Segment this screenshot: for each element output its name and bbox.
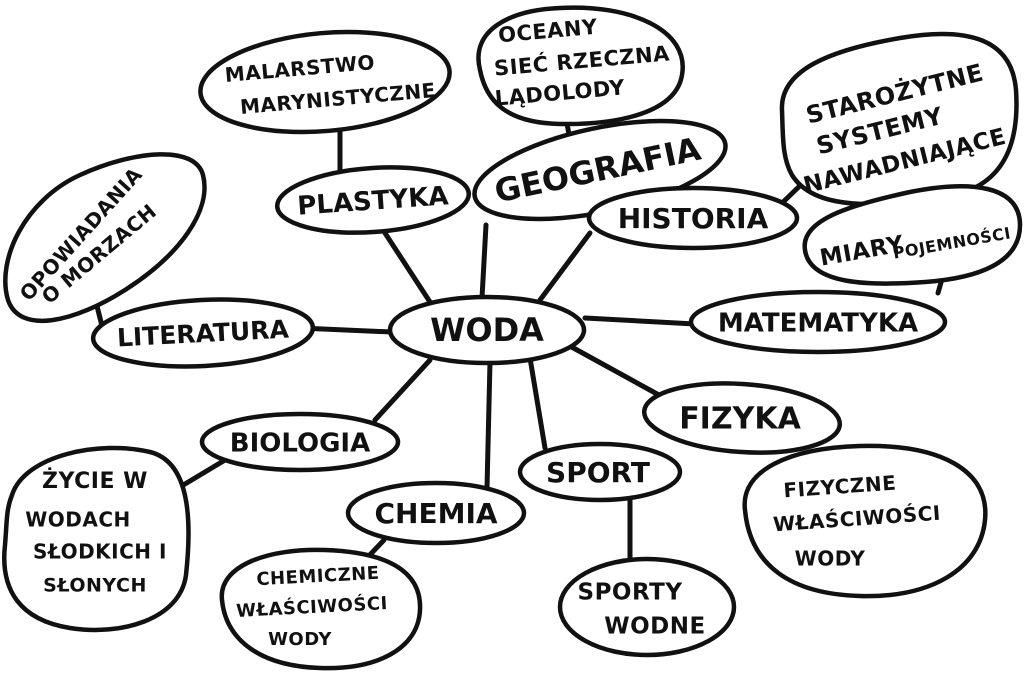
detail-fizyczne[interactable]: FIZYCZNE WŁAŚCIWOŚCI WODY <box>742 443 988 599</box>
detail-malarstwo[interactable]: MALARSTWO MARYNISTYCZNE <box>196 22 454 141</box>
detail-starozytne[interactable]: STAROŻYTNE SYSTEMY NAWADNIAJĄCE <box>779 31 1019 207</box>
node-chemia[interactable]: CHEMIA <box>345 480 527 546</box>
connector-woda-literatura <box>297 325 395 335</box>
detail-zycie[interactable]: ŻYCIE W WODACH SŁODKICH I SŁONYCH <box>2 445 191 633</box>
node-historia[interactable]: HISTORIA <box>586 185 800 251</box>
detail-zycie-line-1: ŻYCIE W <box>42 468 148 494</box>
connector-woda-plastyka <box>380 227 433 305</box>
connector-woda-geografia <box>479 222 489 301</box>
detail-zycie-line-4: SŁONYCH <box>43 575 147 597</box>
connector-woda-historia <box>537 230 593 303</box>
node-fizyka[interactable]: FIZYKA <box>641 377 843 459</box>
node-label-historia: HISTORIA <box>618 202 769 235</box>
node-label-chemia: CHEMIA <box>374 497 497 530</box>
connector-woda-biologia <box>372 357 433 423</box>
detail-opowiadania[interactable]: OPOWIADANIA O MORZACH <box>3 152 207 323</box>
center-label: WODA <box>430 311 544 349</box>
detail-chemiczne-line-3: WODY <box>268 629 332 650</box>
node-label-fizyka: FIZYKA <box>679 402 801 437</box>
connector-woda-sport <box>527 355 548 451</box>
center-node[interactable]: WODA <box>387 294 587 366</box>
detail-zycie-line-2: WODACH <box>25 508 131 532</box>
detail-fizyczne-line-3: WODY <box>795 547 866 571</box>
detail-zycie-line-3: SŁODKICH I <box>33 540 167 564</box>
detail-oceany[interactable]: OCEANY SIEĆ RZECZNA LĄDOLODY <box>476 5 685 127</box>
connector-woda-chemia <box>484 359 493 491</box>
detail-chemiczne[interactable]: CHEMICZNE WŁAŚCIWOŚCI WODY <box>219 547 423 671</box>
node-biologia[interactable]: BIOLOGIA <box>199 411 401 473</box>
detail-sporty-line-1: SPORTY <box>578 580 683 606</box>
detail-sporty[interactable]: SPORTY WODNE <box>557 556 737 658</box>
node-literatura[interactable]: LITERATURA <box>90 294 316 371</box>
detail-miary[interactable]: MIARY POJEMNOŚCI <box>802 184 1023 286</box>
node-plastyka[interactable]: PLASTYKA <box>274 161 472 238</box>
node-matematyka[interactable]: MATEMATYKA <box>688 289 948 355</box>
connector-woda-fizyka <box>565 342 671 403</box>
node-label-matematyka: MATEMATYKA <box>718 309 918 339</box>
connector-woda-matematyka <box>582 315 698 327</box>
detail-sporty-line-2: WODNE <box>604 614 705 640</box>
node-label-biologia: BIOLOGIA <box>230 429 370 459</box>
node-sport[interactable]: SPORT <box>517 441 683 503</box>
node-label-sport: SPORT <box>546 456 650 489</box>
